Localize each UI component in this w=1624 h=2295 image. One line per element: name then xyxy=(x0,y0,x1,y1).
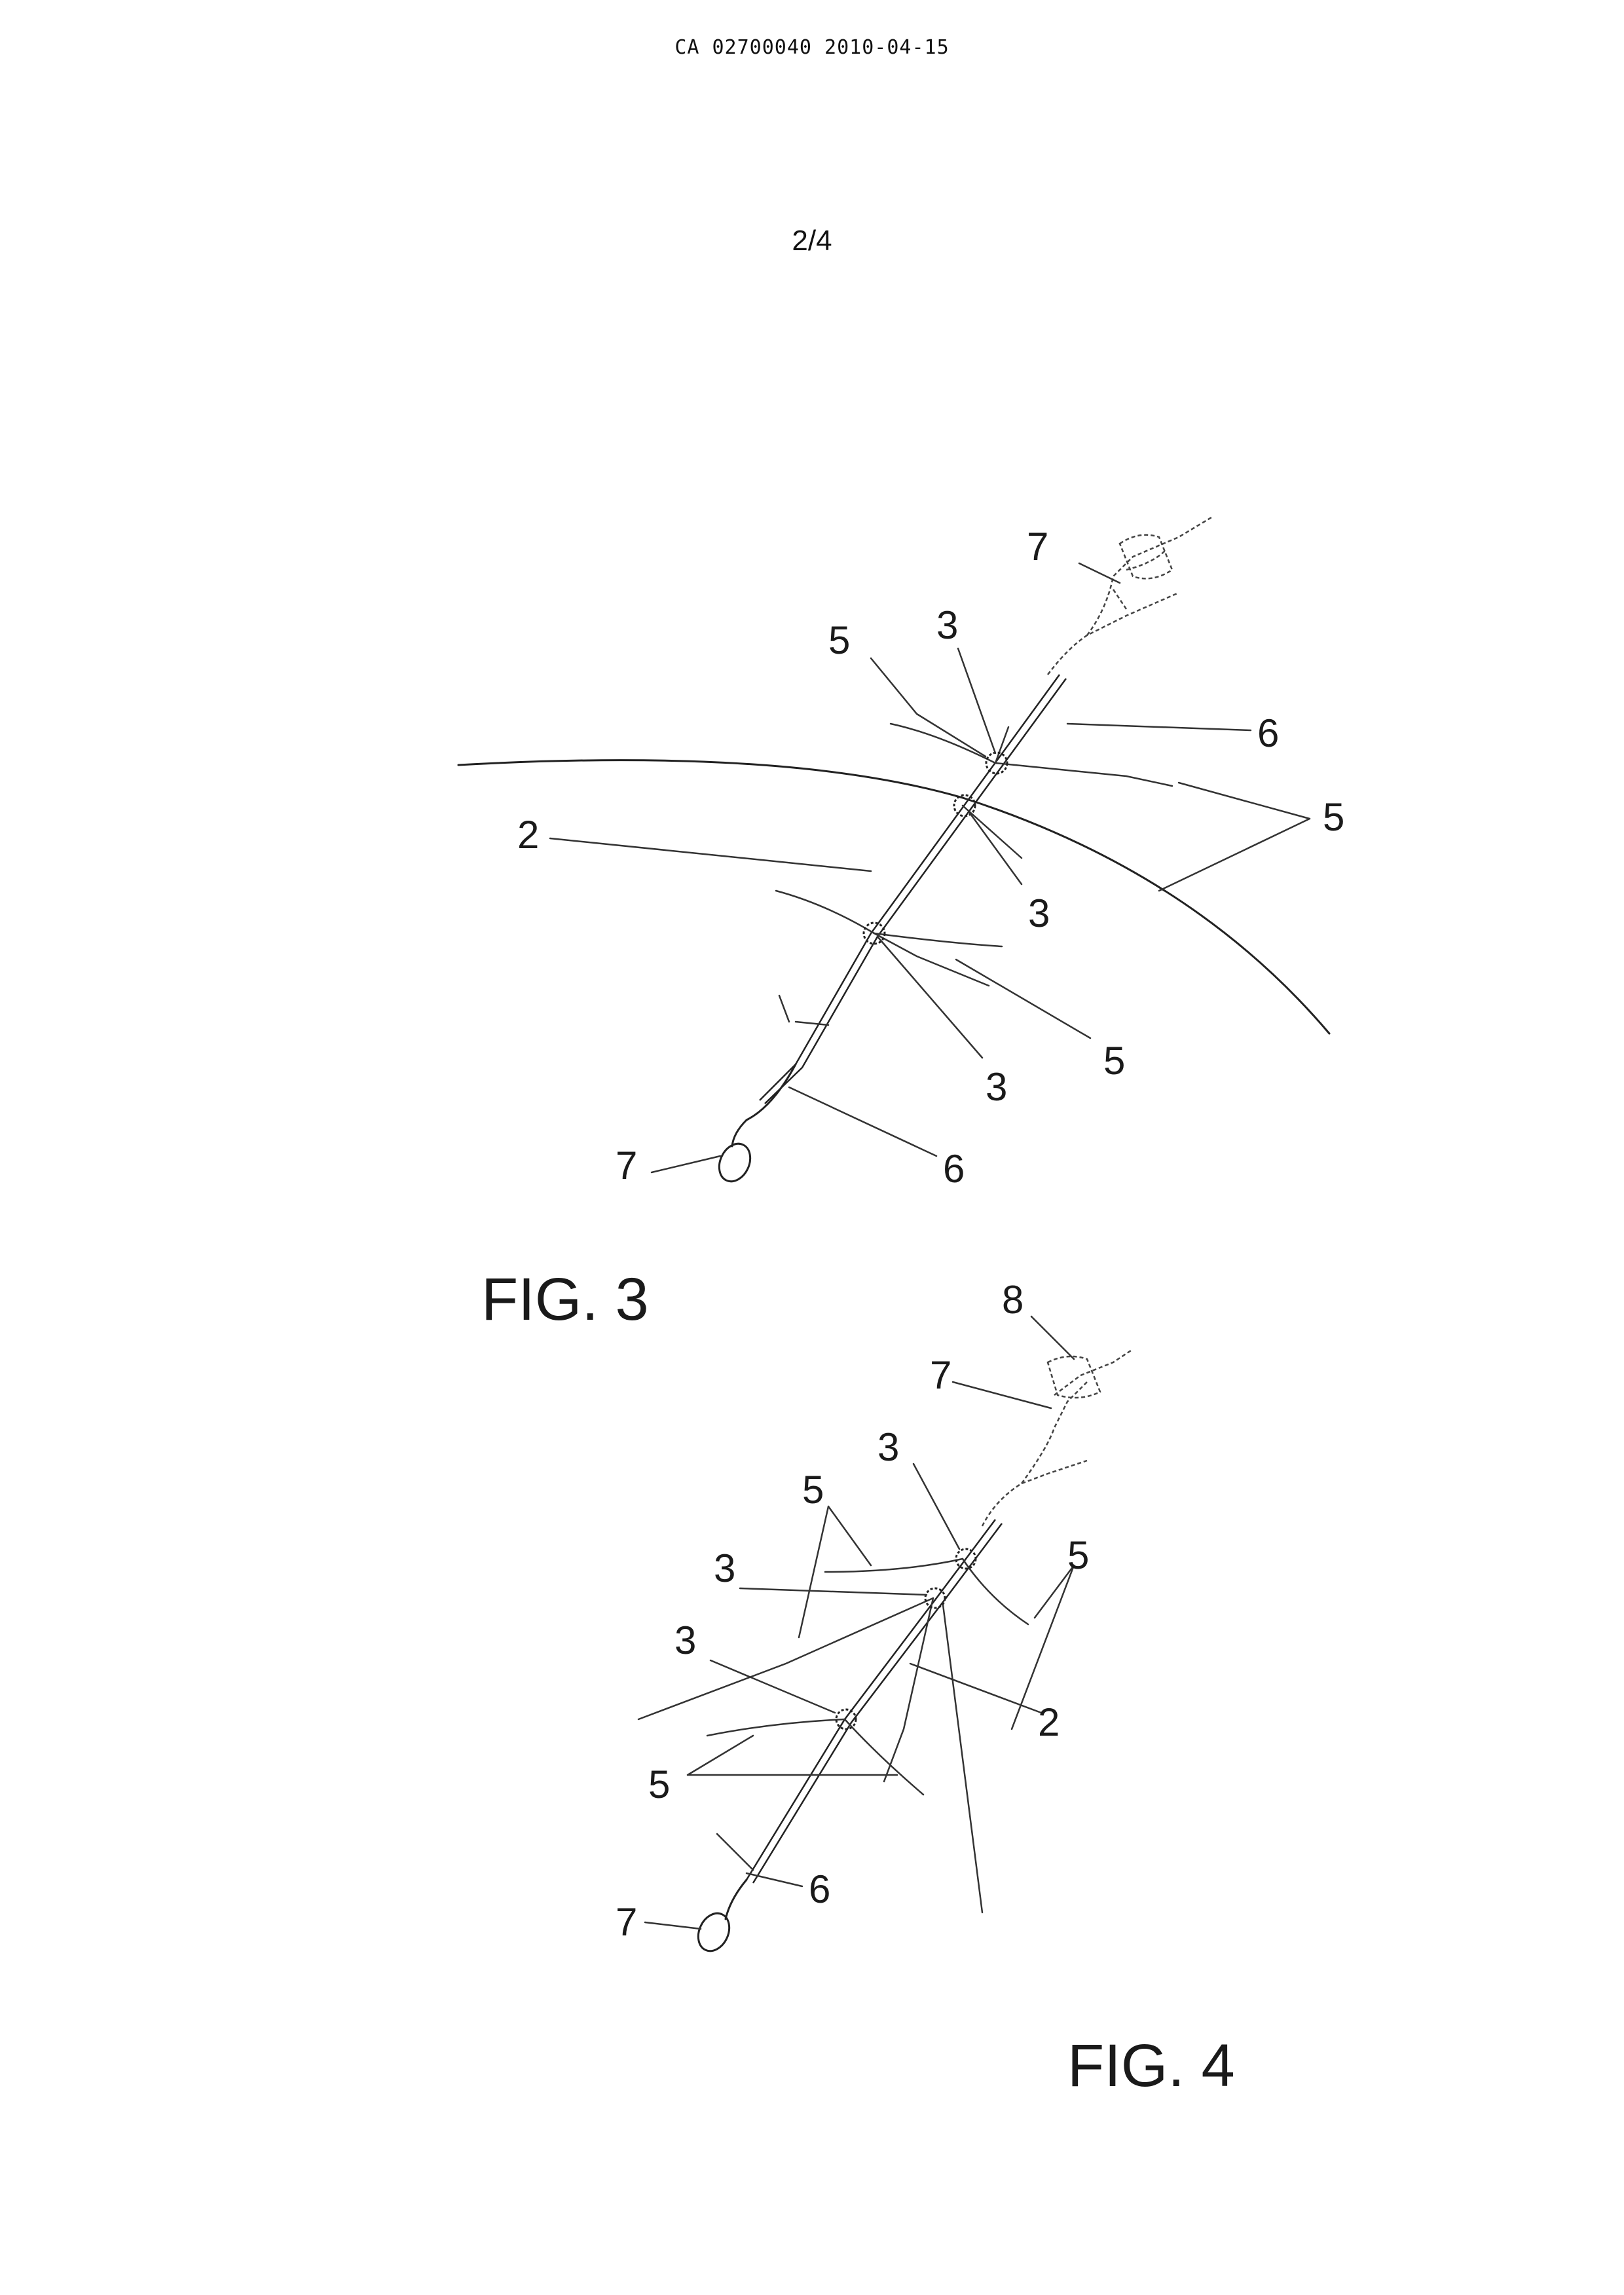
fig4-leader xyxy=(910,1664,1041,1713)
fig3-branch xyxy=(995,763,1172,786)
fig4-ref-5: 5 xyxy=(648,1763,670,1806)
fig3-leader xyxy=(969,812,1022,884)
fig3-leader xyxy=(956,960,1090,1038)
fig3-leader xyxy=(550,838,871,871)
fig4-loop xyxy=(692,1909,735,1956)
fig4-branch xyxy=(825,1559,963,1572)
fig3-hand-detail xyxy=(1120,535,1172,579)
fig3-branch xyxy=(776,891,874,933)
fig3-branch xyxy=(874,933,989,986)
fig4-branch xyxy=(707,1719,845,1736)
fig4-ref-6: 6 xyxy=(809,1867,830,1911)
fig4-hand xyxy=(982,1349,1133,1526)
fig3-ref-7: 7 xyxy=(616,1144,637,1187)
fig3-leader xyxy=(1079,563,1120,583)
fig3-ref-5: 5 xyxy=(828,618,850,662)
fig3-main-line xyxy=(458,760,1329,1034)
fig3-leader xyxy=(958,648,995,753)
fig3-cord xyxy=(760,675,1060,1100)
fig4-ref-3: 3 xyxy=(877,1425,899,1469)
fig4-branch xyxy=(845,1719,923,1795)
fig3-ref-6: 6 xyxy=(943,1147,965,1191)
fig4-ref-5: 5 xyxy=(1067,1533,1089,1577)
fig4-branch xyxy=(943,1605,982,1912)
fig4-branch xyxy=(963,1559,1028,1624)
fig3-branch xyxy=(796,1022,828,1025)
fig3-leader xyxy=(1067,724,1251,730)
fig3-ref-3: 3 xyxy=(986,1065,1007,1109)
fig4-leader xyxy=(1031,1316,1074,1359)
fig4-cord-tail xyxy=(726,1880,747,1919)
fig4-ref-3: 3 xyxy=(714,1546,735,1590)
fig3-ref-3: 3 xyxy=(1028,891,1050,935)
fig3-ref-5: 5 xyxy=(1323,795,1344,839)
fig3-branch xyxy=(779,996,789,1022)
figure-4: 8 7 3 5 3 5 3 2 5 6 7 FIG. 4 xyxy=(616,1278,1235,2099)
fig4-hand-detail xyxy=(1048,1356,1100,1398)
fig4-cord xyxy=(747,1520,995,1880)
figure-3: 7 5 3 6 2 5 3 5 3 7 6 FIG. 3 xyxy=(458,517,1344,1333)
fig4-leader xyxy=(913,1464,959,1549)
fig3-leader xyxy=(652,1156,720,1172)
fig3-leader xyxy=(1159,783,1310,891)
fig3-ref-6: 6 xyxy=(1257,711,1279,755)
fig3-caption: FIG. 3 xyxy=(481,1266,649,1333)
fig4-ref-5: 5 xyxy=(802,1468,824,1512)
fig4-leader xyxy=(645,1922,701,1929)
fig3-leader xyxy=(871,658,986,756)
fig3-cord-tail xyxy=(732,1064,796,1146)
fig3-ref-2: 2 xyxy=(517,813,539,857)
fig4-leader xyxy=(740,1588,927,1595)
fig4-ref-2: 2 xyxy=(1038,1700,1060,1744)
fig3-ref-5: 5 xyxy=(1103,1039,1125,1083)
fig3-hand xyxy=(1048,517,1211,675)
fig4-ref-7: 7 xyxy=(616,1900,637,1944)
fig4-branch xyxy=(717,1834,753,1870)
fig3-branch xyxy=(963,806,1022,858)
fig4-ref-7: 7 xyxy=(930,1353,951,1397)
fig3-ref-3: 3 xyxy=(936,603,958,647)
fig4-cord-inner xyxy=(753,1523,1002,1883)
fig3-loop xyxy=(713,1139,756,1187)
fig3-leader xyxy=(789,1087,936,1156)
fig4-ref-3: 3 xyxy=(674,1618,696,1662)
fig4-caption: FIG. 4 xyxy=(1067,2032,1235,2099)
fig4-ref-8: 8 xyxy=(1002,1278,1024,1322)
fig3-leader xyxy=(877,937,982,1058)
fig3-ref-7: 7 xyxy=(1027,525,1048,569)
fig4-leader xyxy=(953,1382,1051,1408)
